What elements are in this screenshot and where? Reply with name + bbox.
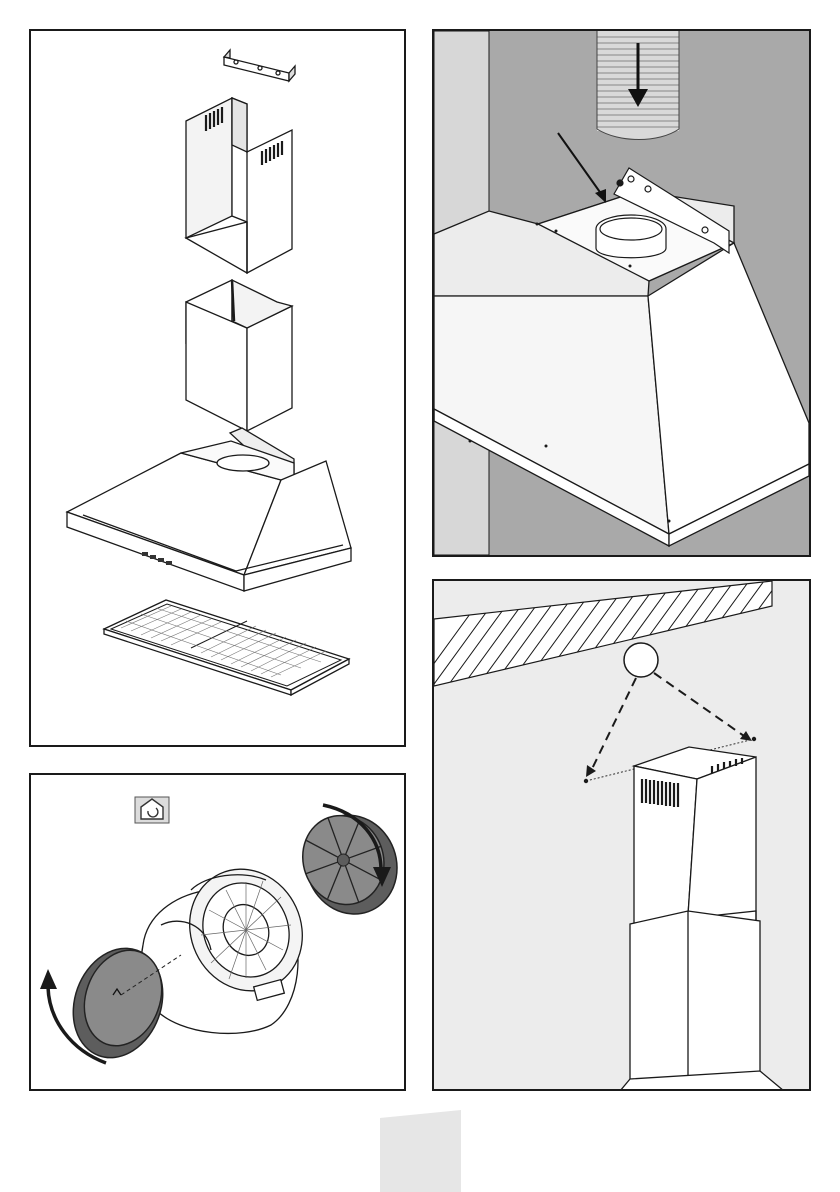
hood-body [67,428,351,591]
recirculation-mode-icon [135,797,169,823]
chimney-assembly [620,747,784,1089]
carbon-filter-panel [29,773,406,1091]
duct-connection-illustration [434,31,809,555]
motor-unit [141,851,322,1034]
grease-filter [104,600,349,695]
chimney-fixing-illustration [434,581,809,1089]
chimney-fixing-panel [432,579,811,1091]
carbon-filter-right [290,800,404,927]
lower-chimney-cover [186,280,292,431]
callout-circle [624,643,658,677]
page-tab [380,1110,461,1192]
ceiling-section [434,581,772,686]
duct-connection-panel [432,29,811,557]
hood-exploded-view-illustration [31,31,404,745]
chimney-bracket [224,50,295,81]
carbon-filter-illustration [31,775,404,1089]
exploded-view-panel [29,29,406,747]
upper-chimney-cover [186,98,292,273]
